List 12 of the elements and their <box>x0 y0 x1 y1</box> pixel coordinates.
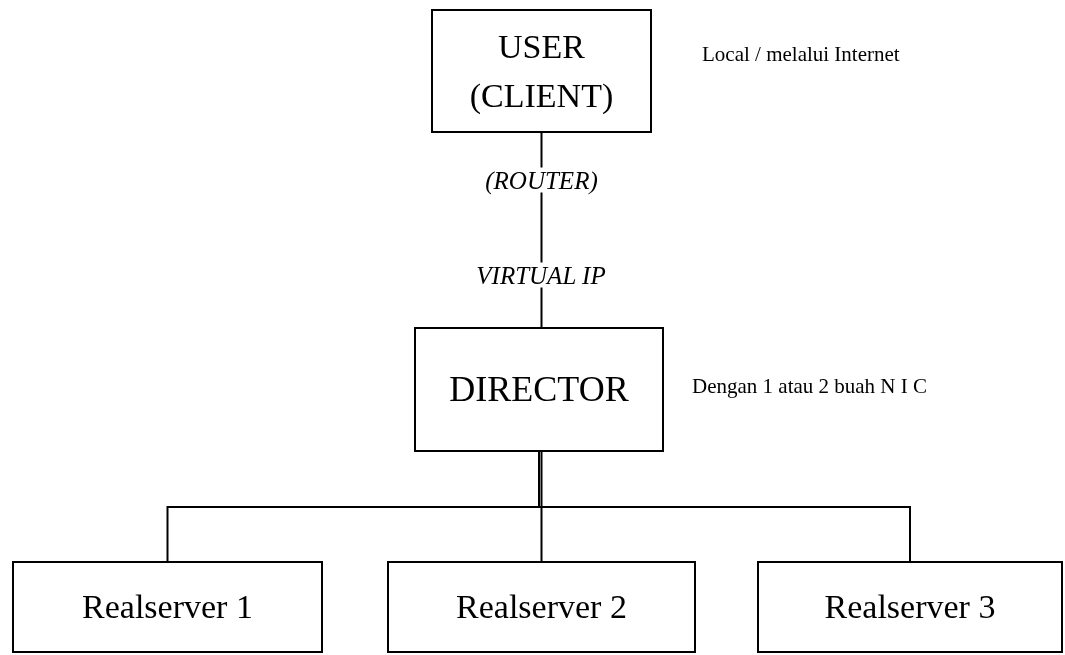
box-label: Realserver 1 <box>81 587 254 628</box>
side-note: Dengan 1 atau 2 buah N I C <box>692 376 928 397</box>
side-note: Local / melalui Internet <box>702 44 900 65</box>
box-label: USER (CLIENT) <box>468 26 615 116</box>
process-box <box>414 327 664 452</box>
process-box <box>431 9 652 133</box>
box-label: Realserver 3 <box>823 587 997 628</box>
process-box <box>387 561 696 653</box>
process-box <box>12 561 323 653</box>
box-label: Realserver 2 <box>455 587 628 628</box>
process-box <box>757 561 1063 653</box>
box-label: DIRECTOR <box>448 368 630 412</box>
